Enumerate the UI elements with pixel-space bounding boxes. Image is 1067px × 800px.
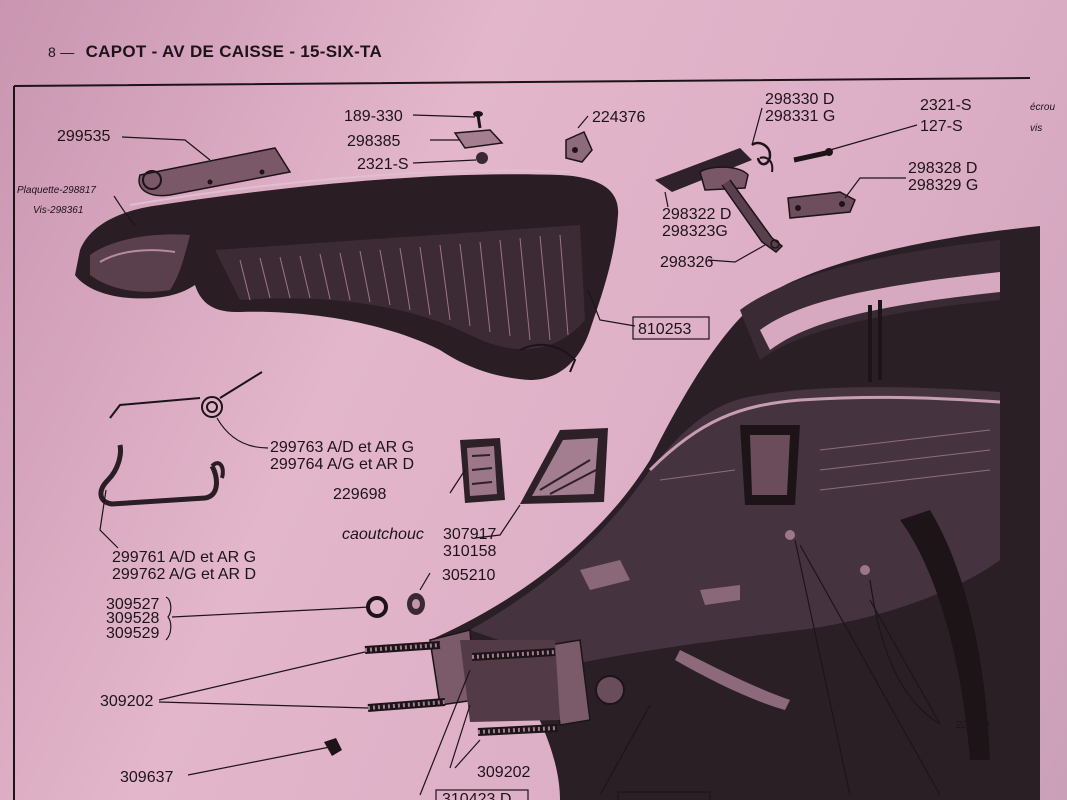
side-bracket bbox=[787, 191, 856, 219]
label-299535: 299535 bbox=[57, 128, 110, 145]
label-298385: 298385 bbox=[347, 133, 400, 150]
brace-309527 bbox=[165, 596, 172, 641]
label-229698: 229698 bbox=[333, 486, 386, 503]
rubber-part bbox=[520, 428, 608, 504]
label-298330: 298330 D bbox=[765, 91, 834, 108]
label-299762: 299762 A/G et AR D bbox=[112, 566, 256, 583]
label-299764: 299764 A/G et AR D bbox=[270, 456, 414, 473]
clip-part bbox=[565, 131, 593, 163]
label-298322: 298322 D bbox=[662, 206, 731, 223]
label-box-310423 bbox=[435, 789, 529, 800]
washer-parts bbox=[366, 593, 425, 618]
stud-parts bbox=[364, 641, 559, 736]
label-189-330: 189-330 bbox=[344, 108, 403, 125]
frame-border bbox=[13, 77, 1031, 800]
label-309528: 309528 bbox=[106, 610, 159, 627]
label-vis: vis bbox=[1030, 123, 1042, 134]
label-2321-s: 2321-S bbox=[357, 156, 409, 173]
page-header: 8 — CAPOT - AV DE CAISSE - 15-SIX-TA bbox=[48, 42, 382, 62]
hinge-screw bbox=[793, 148, 833, 163]
label-ecrou: écrou bbox=[1030, 102, 1055, 113]
spring-part bbox=[109, 371, 263, 419]
hinge-part bbox=[138, 147, 292, 197]
label-299763: 299763 A/D et AR G bbox=[270, 439, 414, 456]
page-title: CAPOT - AV DE CAISSE - 15-SIX-TA bbox=[85, 42, 383, 61]
label-plaquette: Plaquette-298817 bbox=[17, 185, 96, 196]
hinge-bracket bbox=[655, 141, 784, 253]
label-221440: 221440 bbox=[955, 720, 990, 731]
screw-plate-nut bbox=[453, 111, 504, 164]
label-127-s: 127-S bbox=[920, 118, 963, 135]
label-298329: 298329 G bbox=[908, 177, 978, 194]
label-vis-298361: Vis-298361 bbox=[33, 205, 83, 216]
gasket-part bbox=[460, 438, 505, 503]
label-298331: 298331 G bbox=[765, 108, 835, 125]
label-298326: 298326 bbox=[660, 254, 713, 271]
rod-part bbox=[98, 444, 225, 507]
cropped-label-box bbox=[617, 791, 711, 800]
label-309202-left: 309202 bbox=[100, 693, 153, 710]
label-caoutchouc: caoutchouc bbox=[342, 526, 424, 543]
label-309527: 309527 bbox=[106, 596, 159, 613]
label-305210: 305210 bbox=[442, 567, 495, 584]
label-298323: 298323G bbox=[662, 223, 728, 240]
label-2321-s-ecrou: 2321-S bbox=[920, 97, 972, 114]
label-299761: 299761 A/D et AR G bbox=[112, 549, 256, 566]
label-309202-bottom: 309202 bbox=[477, 764, 530, 781]
label-309637: 309637 bbox=[120, 769, 173, 786]
label-309529: 309529 bbox=[106, 625, 159, 642]
label-310158: 310158 bbox=[443, 543, 496, 560]
bonnet-drawing bbox=[75, 169, 619, 380]
leader-lines bbox=[99, 107, 941, 796]
label-810253: 810253 bbox=[638, 321, 691, 338]
label-310423: 310423 D bbox=[442, 791, 511, 800]
label-224376: 224376 bbox=[592, 109, 645, 126]
label-298328: 298328 D bbox=[908, 160, 977, 177]
body-front-drawing bbox=[429, 226, 1040, 800]
label-box-810253 bbox=[632, 316, 710, 340]
label-307917: 307917 bbox=[443, 526, 496, 543]
fitting-part bbox=[324, 738, 342, 756]
page-number: 8 — bbox=[48, 44, 75, 60]
